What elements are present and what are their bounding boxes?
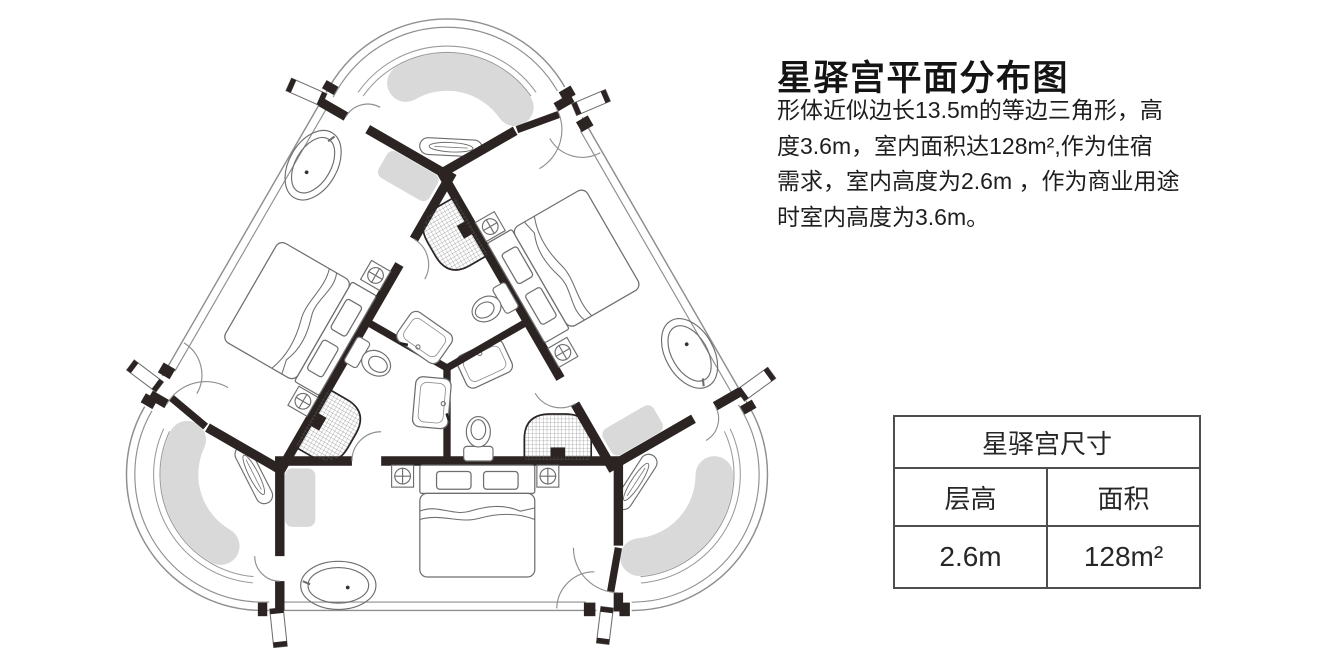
spec-col-floor-height: 层高 <box>893 467 1048 527</box>
description-line: 需求，室内高度为2.6m ，作为商业用途 <box>777 168 1180 194</box>
description: 形体近似边长13.5m的等边三角形，高 度3.6m，室内面积达128m²,作为住… <box>777 93 1197 235</box>
floor-plan <box>0 0 900 663</box>
description-line: 时室内高度为3.6m。 <box>777 203 990 230</box>
spec-value-floor-height: 2.6m <box>893 525 1048 589</box>
spec-value-area: 128m² <box>1046 525 1201 589</box>
description-line: 度3.6m，室内面积达128m²,作为住宿 <box>777 132 1153 159</box>
spec-table: 星驿宫尺寸 层高 面积 2.6m 128m² <box>893 415 1201 589</box>
description-line: 形体近似边长13.5m的等边三角形，高 <box>777 97 1163 123</box>
spec-col-area: 面积 <box>1046 467 1201 527</box>
core-wall-junction <box>443 364 451 372</box>
spec-table-title: 星驿宫尺寸 <box>893 415 1201 469</box>
page-title: 星驿宫平面分布图 <box>777 59 1070 99</box>
